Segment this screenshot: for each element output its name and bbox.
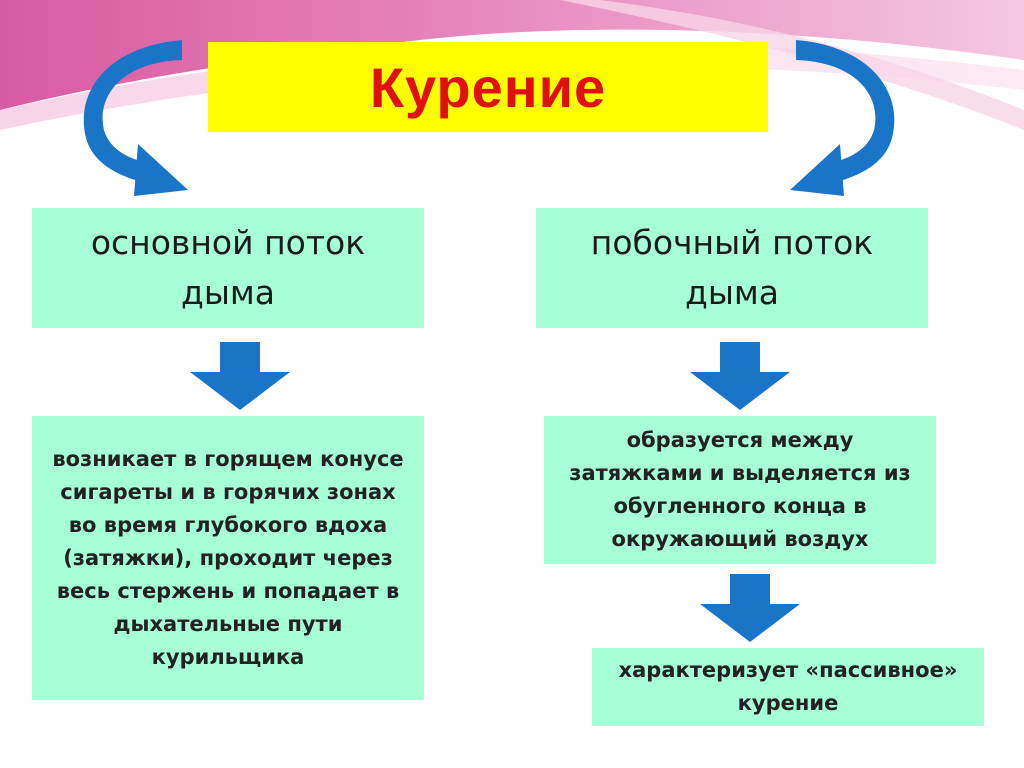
right-description: образуется между затяжками и выделяется … — [569, 428, 911, 551]
down-arrow-right-icon — [690, 342, 790, 410]
curved-arrow-right-icon — [790, 40, 895, 196]
right-description-box: образуется между затяжками и выделяется … — [544, 416, 936, 564]
right-result: характеризует «пассивное» курение — [618, 658, 958, 715]
down-arrow-result-icon — [700, 574, 800, 642]
right-heading: побочный поток дыма — [590, 223, 874, 312]
left-description-box: возникает в горящем конусе сигареты и в … — [32, 416, 424, 700]
left-heading: основной поток дыма — [90, 223, 366, 312]
down-arrow-left-icon — [190, 342, 290, 410]
right-result-box: характеризует «пассивное» курение — [592, 648, 984, 726]
right-heading-box: побочный поток дыма — [536, 208, 928, 328]
left-description: возникает в горящем конусе сигареты и в … — [52, 446, 404, 669]
left-heading-box: основной поток дыма — [32, 208, 424, 328]
title-box: Курение — [208, 42, 768, 132]
curved-arrow-left-icon — [83, 40, 188, 196]
page-title: Курение — [369, 55, 607, 119]
